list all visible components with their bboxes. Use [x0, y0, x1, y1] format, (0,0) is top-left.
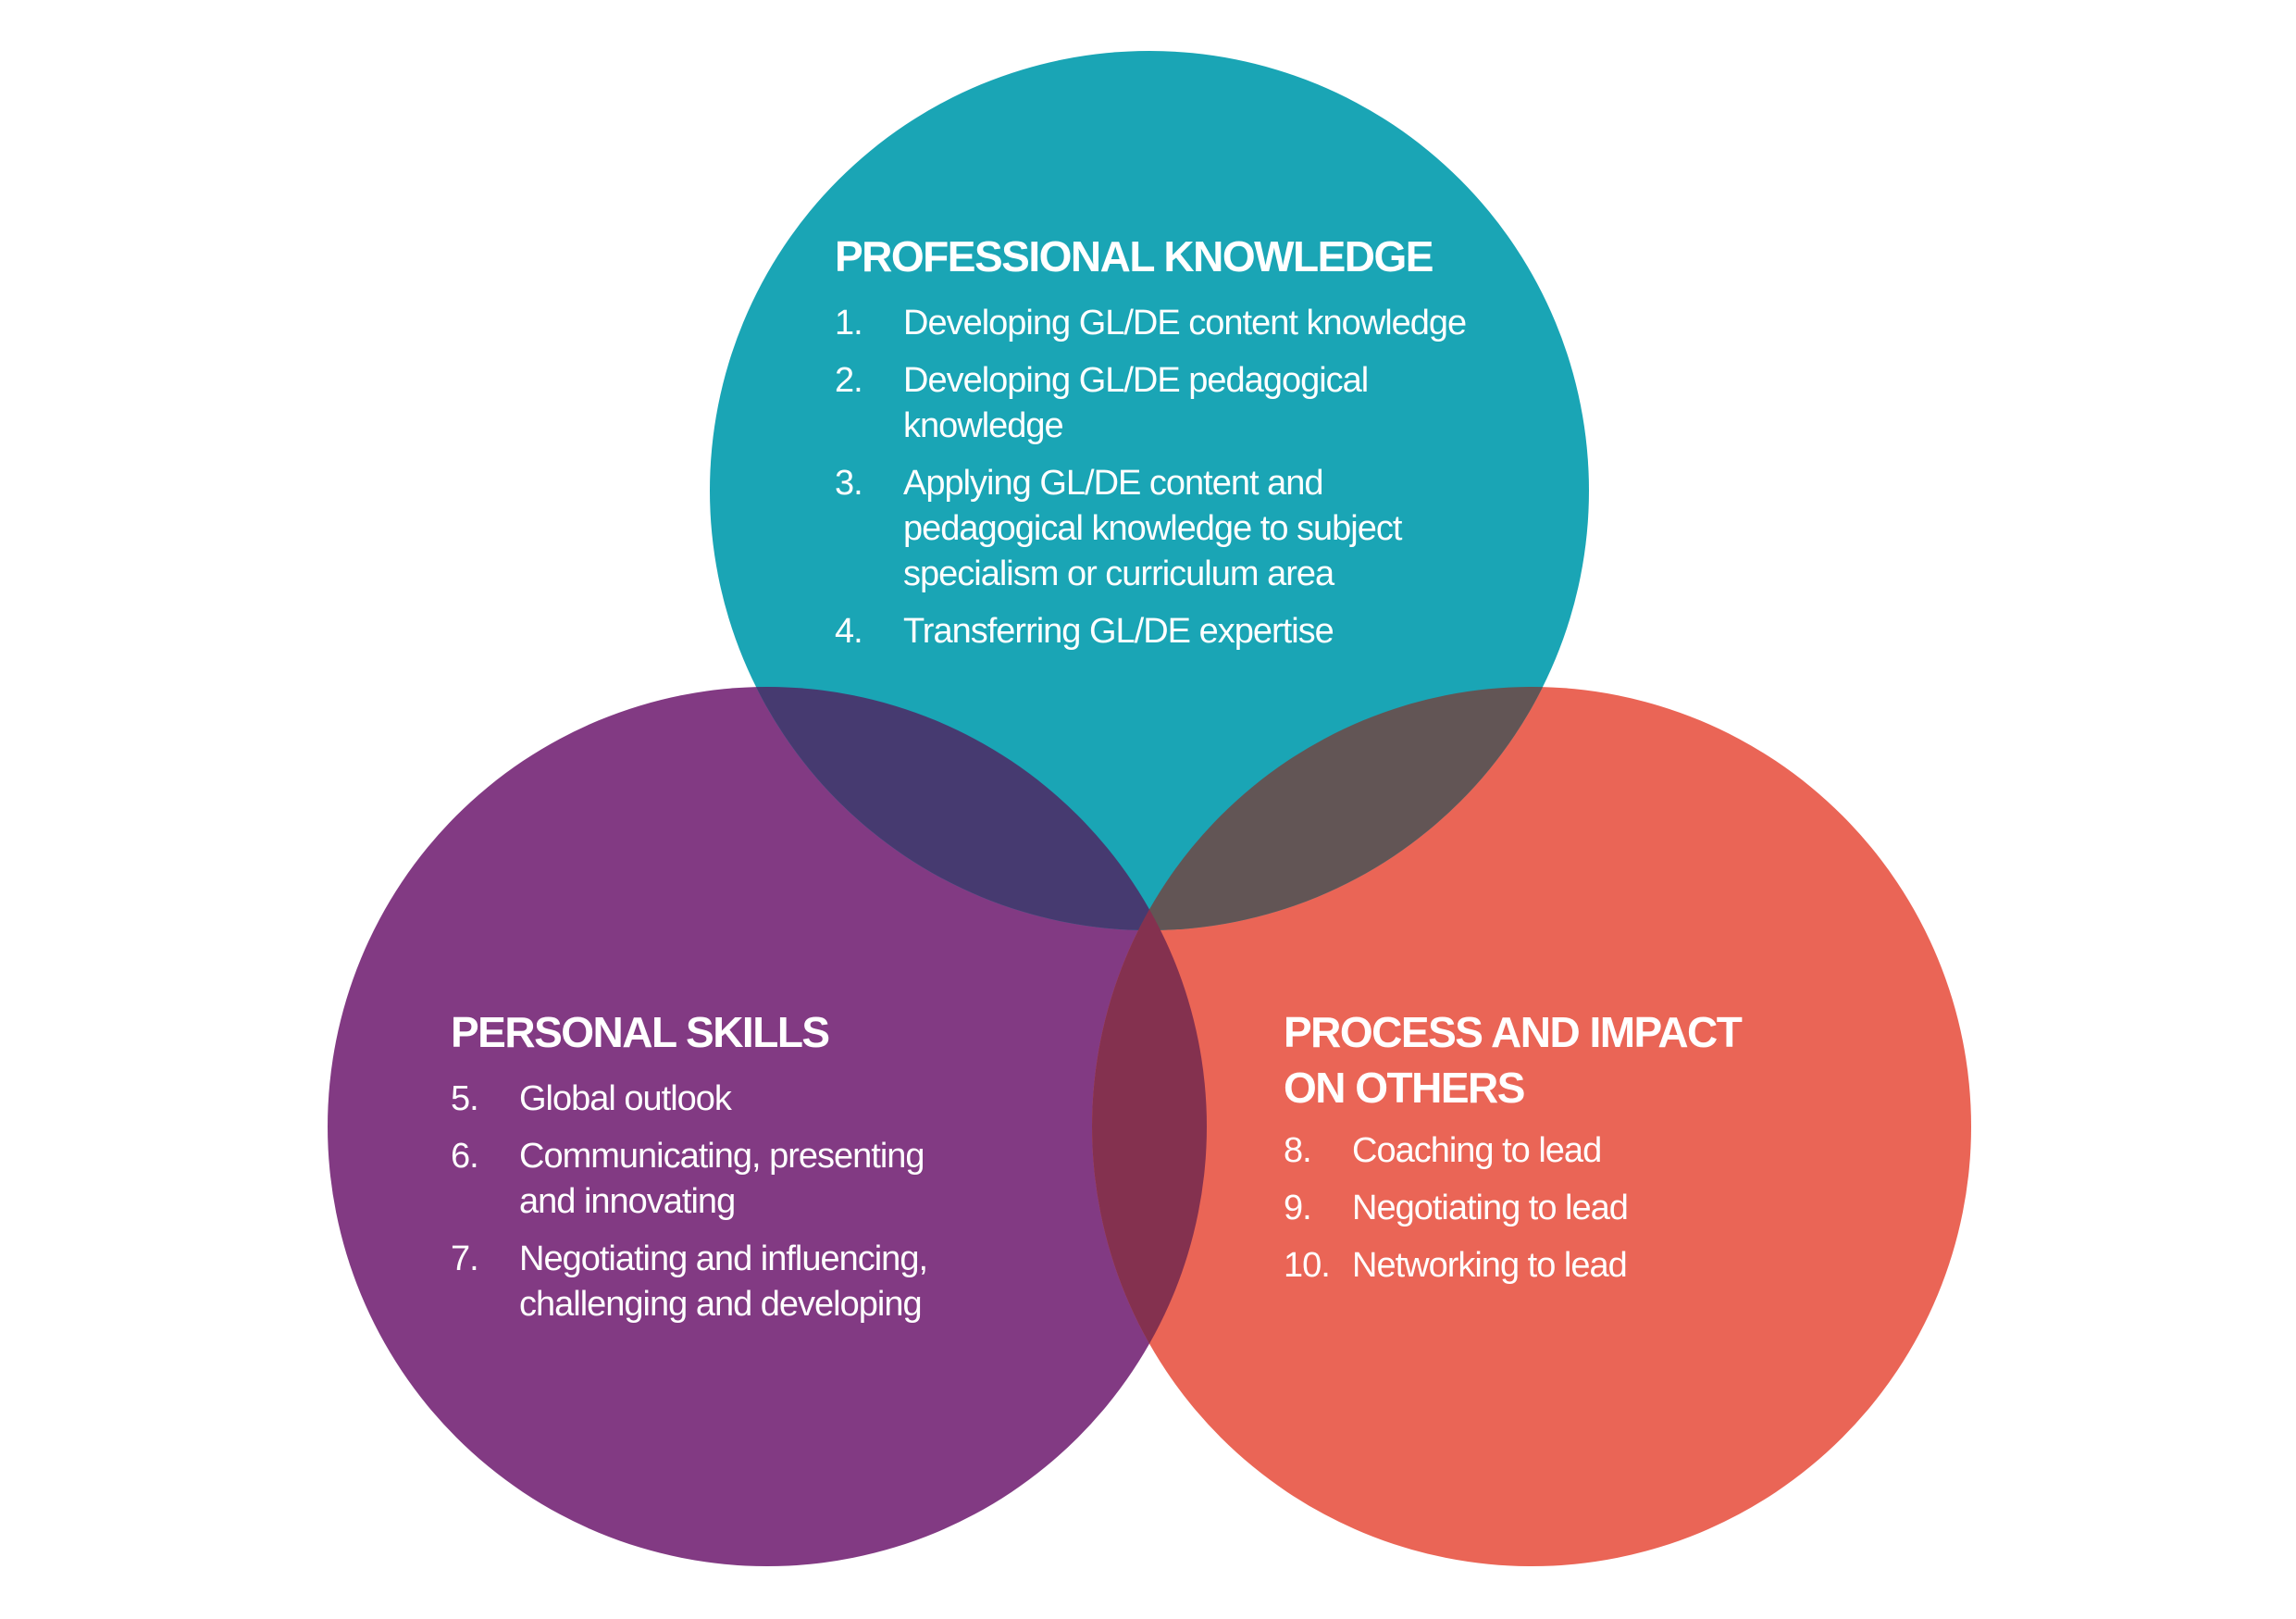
professional-knowledge-list: 1. Developing GL/DE content knowledge 2. D…	[835, 301, 1538, 654]
item-text: Negotiating to lead	[1352, 1189, 1629, 1227]
list-item: 8. Coaching to lead	[1284, 1128, 1802, 1174]
item-text: Developing GL/DE pedagogical knowledge	[903, 361, 1369, 445]
item-number: 8.	[1284, 1131, 1312, 1170]
item-text: Coaching to lead	[1352, 1131, 1602, 1170]
list-item: 9. Negotiating to lead	[1284, 1186, 1802, 1231]
list-item: 6. Communicating, presenting and innovati…	[451, 1134, 1006, 1225]
personal-skills-list: 5. Global outlook 6. Communicating, presen…	[451, 1077, 1006, 1327]
item-text: Global outlook	[519, 1079, 732, 1118]
professional-knowledge-title: PROFESSIONAL KNOWLEDGE	[835, 232, 1433, 280]
circle-process-impact	[1092, 687, 1971, 1566]
process-impact-list: 8. Coaching to lead 9. Negotiating to lead…	[1284, 1128, 1802, 1289]
circle-personal-skills	[328, 687, 1207, 1566]
item-text: Applying GL/DE content and pedagogical k…	[903, 464, 1402, 593]
process-impact-title: PROCESS AND IMPACT ON OTHERS	[1284, 1008, 1743, 1112]
item-text: Communicating, presenting and innovating	[519, 1137, 925, 1221]
personal-skills-title: PERSONAL SKILLS	[451, 1008, 830, 1056]
item-number: 4.	[835, 612, 863, 651]
list-item: 5. Global outlook	[451, 1077, 1006, 1122]
item-number: 7.	[451, 1239, 479, 1278]
item-text: Developing GL/DE content knowledge	[903, 304, 1467, 342]
list-item: 1. Developing GL/DE content knowledge	[835, 301, 1538, 346]
item-number: 1.	[835, 304, 863, 342]
item-number: 3.	[835, 464, 863, 503]
list-item: 10. Networking to lead	[1284, 1243, 1802, 1289]
item-number: 5.	[451, 1079, 479, 1118]
circle-professional-knowledge	[710, 51, 1589, 930]
item-number: 6.	[451, 1137, 479, 1176]
professional-knowledge-block: PROFESSIONAL KNOWLEDGE 1. Developing GL/D…	[835, 229, 1538, 666]
list-item: 3. Applying GL/DE content and pedagogical…	[835, 461, 1538, 597]
item-text: Networking to lead	[1352, 1246, 1628, 1285]
list-item: 4. Transferring GL/DE expertise	[835, 609, 1538, 654]
item-text: Transferring GL/DE expertise	[903, 612, 1334, 651]
list-item: 2. Developing GL/DE pedagogical knowledge	[835, 358, 1538, 449]
item-text: Negotiating and influencing, challenging…	[519, 1239, 928, 1324]
process-impact-block: PROCESS AND IMPACT ON OTHERS 8. Coaching …	[1284, 1004, 1802, 1301]
item-number: 9.	[1284, 1189, 1312, 1227]
personal-skills-block: PERSONAL SKILLS 5. Global outlook 6. Commu…	[451, 1004, 1006, 1339]
item-number: 2.	[835, 361, 863, 400]
item-number: 10.	[1284, 1246, 1331, 1285]
list-item: 7. Negotiating and influencing, challengi…	[451, 1237, 1006, 1327]
